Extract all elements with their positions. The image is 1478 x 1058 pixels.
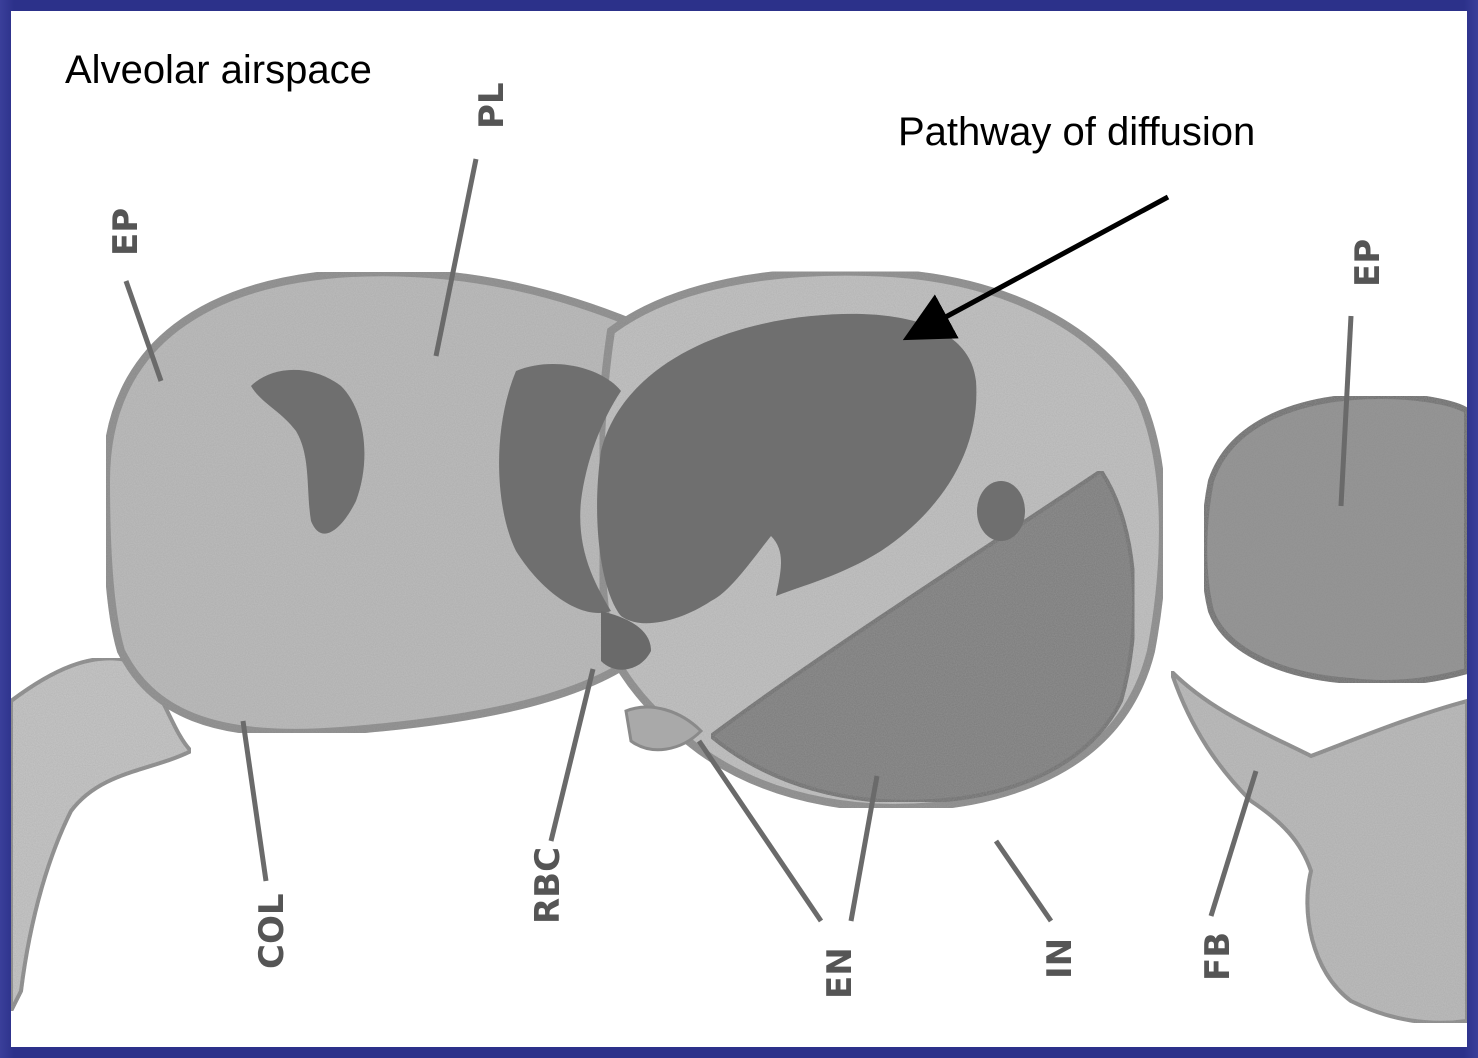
label-rbc: RBC bbox=[528, 847, 568, 924]
label-pl: PL bbox=[472, 82, 512, 129]
label-en: EN bbox=[820, 947, 860, 999]
micrograph-figure: EP PL COL RBC EN IN FB EP bbox=[11, 11, 1467, 1047]
neighbor-cell bbox=[1204, 396, 1467, 683]
pathway-label: Pathway of diffusion bbox=[898, 112, 1255, 152]
leader-fb bbox=[1211, 771, 1256, 916]
label-ep-left: EP bbox=[106, 208, 146, 256]
label-fb: FB bbox=[1198, 932, 1238, 981]
label-ep-right: EP bbox=[1348, 239, 1388, 287]
label-col: COL bbox=[252, 893, 292, 969]
left-interstitium bbox=[11, 658, 191, 1011]
platelet bbox=[977, 481, 1025, 541]
leader-col bbox=[243, 721, 266, 881]
airspace-label: Alveolar airspace bbox=[65, 50, 372, 90]
label-in: IN bbox=[1040, 938, 1080, 979]
micrograph-panel: EP PL COL RBC EN IN FB EP Alveolar airsp… bbox=[11, 11, 1467, 1047]
leader-in bbox=[996, 841, 1051, 921]
